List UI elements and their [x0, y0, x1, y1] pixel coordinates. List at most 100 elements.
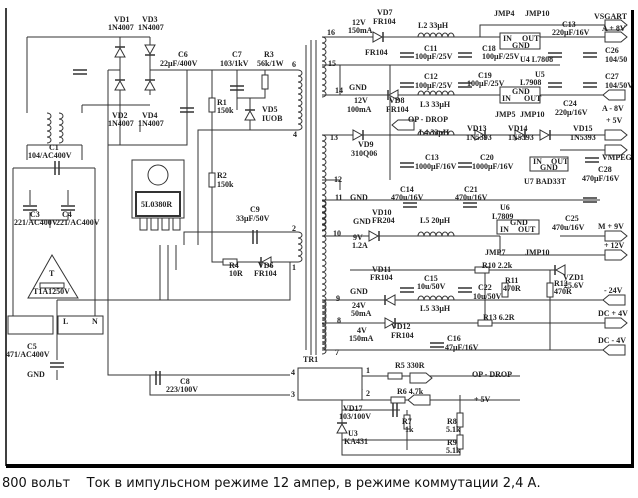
plus5-label: + 5V [474, 395, 491, 404]
mains-connector-ln [57, 315, 104, 335]
resistor [501, 282, 509, 298]
capacitor [583, 52, 597, 58]
u5-label: U5 [535, 70, 545, 79]
op1-label: 1 [366, 366, 370, 375]
vd5-label: VD5 [262, 105, 278, 114]
capacitor [400, 82, 414, 88]
vd14-v-label: 1N5393 [508, 133, 534, 142]
resistor [208, 97, 216, 113]
output-connector [604, 129, 628, 141]
c5-v-label: 471/AC400V [6, 350, 50, 359]
frame [5, 8, 634, 468]
i150a-label: 150mA [348, 26, 373, 35]
vd10-label: VD10 [372, 208, 392, 217]
gnd-label: GND [27, 370, 45, 379]
capacitor [585, 157, 599, 163]
output-connector [407, 394, 431, 406]
capacitor [548, 52, 562, 58]
output-connector [604, 19, 628, 31]
capacitor [400, 287, 414, 293]
capacitor [430, 342, 444, 348]
c20-label: C20 [480, 153, 494, 162]
resistor [456, 412, 464, 428]
c13-v-label: 220μF/16V [552, 28, 590, 37]
op4-label: 4 [291, 368, 295, 377]
capacitor [252, 230, 258, 244]
l4-label: L4 33μH [419, 128, 450, 137]
p4-label: 4 [293, 130, 297, 139]
p9-label: 9 [336, 294, 340, 303]
l3-label: L3 33μH [420, 100, 451, 109]
c28-label: C28 [598, 165, 612, 174]
resistor [261, 74, 269, 90]
c19-v-label: 100μF/25V [467, 79, 505, 88]
inductor-coil [46, 112, 52, 144]
vd2-label: VD2 [112, 111, 128, 120]
vd15-label: VD15 [573, 124, 593, 133]
diode [539, 129, 551, 141]
i100-label: 100mA [347, 105, 372, 114]
capacitor [230, 85, 244, 91]
c26-label: C26 [605, 46, 619, 55]
v4-label: 4V [357, 326, 367, 335]
m-plus-9-label: M + 9V [598, 222, 624, 231]
transformer-tr1 [305, 40, 317, 355]
c6-label: C6 [178, 50, 188, 59]
l5-label: L5 20μH [420, 216, 451, 225]
inductor-coil [297, 231, 303, 263]
pin-out-label: OUT [524, 94, 542, 103]
vd5-v-label: IUOB [262, 114, 283, 123]
r1-label: R1 [217, 98, 227, 107]
capacitor [400, 162, 414, 168]
l2-label: L2 33μH [418, 21, 449, 30]
vd7-v-label: FR104 [373, 17, 396, 26]
output-connector [409, 372, 433, 384]
fuse-t-label: T [49, 269, 55, 278]
i150b-label: 150mA [349, 334, 374, 343]
capacitor [180, 107, 194, 113]
pin-in-label: IN [502, 94, 511, 103]
vd2-v-label: 1N4007 [108, 119, 134, 128]
capacitor [400, 52, 414, 58]
p7-label: 7 [335, 348, 339, 357]
v24-label: 24V [352, 301, 366, 310]
r8-v-label: 5.1k [446, 425, 461, 434]
output-connector [602, 344, 626, 356]
vd15-v-label: 1N5393 [570, 133, 596, 142]
dc-plus-4-label: DC + 4V [598, 309, 628, 318]
r4-v-label: 10R [229, 269, 243, 278]
vd14-label: VD14 [508, 124, 528, 133]
i50-label: 50mA [351, 309, 372, 318]
c14-label: C14 [400, 185, 414, 194]
tr1-label: TR1 [303, 355, 318, 364]
wiring [12, 24, 605, 456]
c6-v-label: 22μF/400V [160, 59, 198, 68]
vd9-v-label: 310Q06 [351, 149, 377, 158]
c5-label: C5 [27, 342, 37, 351]
c12-label: C12 [424, 72, 438, 81]
c8-v-label: 223/100V [166, 385, 198, 394]
capacitor [23, 205, 37, 211]
pin-out-label: OUT [522, 34, 540, 43]
r8-label: R8 [447, 417, 457, 426]
c18-v-label: 100μF/25V [482, 52, 520, 61]
resistor [387, 372, 403, 380]
regulator-u4 [499, 32, 541, 50]
jmp10a-label: JMP10 [525, 9, 549, 18]
p12-label: 12 [334, 175, 342, 184]
a-plus-8-label: A + 8V [602, 24, 626, 33]
resistor [222, 258, 238, 266]
r12-label: R12 [554, 279, 568, 288]
diode [372, 31, 384, 43]
c24-label: C24 [563, 99, 577, 108]
r6-label: R6 4.7k [397, 387, 424, 396]
diode [336, 422, 348, 434]
plus5-label: + 5V [606, 116, 623, 125]
capacitor [155, 371, 161, 385]
pin-gnd-label: GND [512, 87, 530, 96]
diode [384, 294, 396, 306]
vd11-label: VD11 [372, 265, 391, 274]
capacitor [583, 82, 597, 88]
r10-label: R10 2.2k [482, 261, 513, 270]
r13-label: R13 6.2R [483, 313, 515, 322]
